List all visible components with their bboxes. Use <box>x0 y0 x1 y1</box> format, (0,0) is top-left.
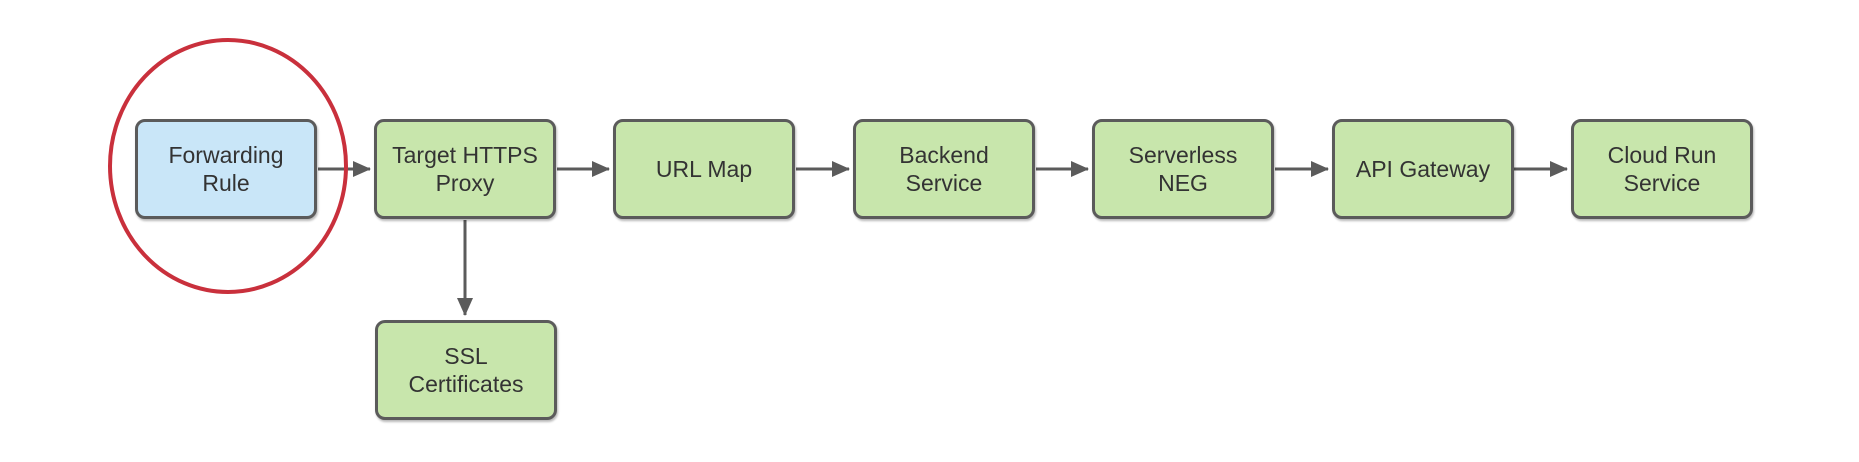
node-forwarding-rule[interactable]: Forwarding Rule <box>135 119 317 219</box>
node-label: Forwarding Rule <box>168 142 284 196</box>
node-label: Backend Service <box>899 142 989 196</box>
node-serverless-neg[interactable]: Serverless NEG <box>1092 119 1274 219</box>
node-cloud-run-service[interactable]: Cloud Run Service <box>1571 119 1753 219</box>
node-target-https-proxy[interactable]: Target HTTPS Proxy <box>374 119 556 219</box>
node-label: API Gateway <box>1355 156 1491 182</box>
node-label: SSL Certificates <box>408 343 524 397</box>
node-ssl-certificates[interactable]: SSL Certificates <box>375 320 557 420</box>
node-backend-service[interactable]: Backend Service <box>853 119 1035 219</box>
node-label: Cloud Run Service <box>1607 142 1717 196</box>
node-label: Serverless NEG <box>1128 142 1238 196</box>
node-api-gateway[interactable]: API Gateway <box>1332 119 1514 219</box>
node-label: Target HTTPS Proxy <box>392 142 538 196</box>
node-label: URL Map <box>655 156 753 182</box>
node-url-map[interactable]: URL Map <box>613 119 795 219</box>
